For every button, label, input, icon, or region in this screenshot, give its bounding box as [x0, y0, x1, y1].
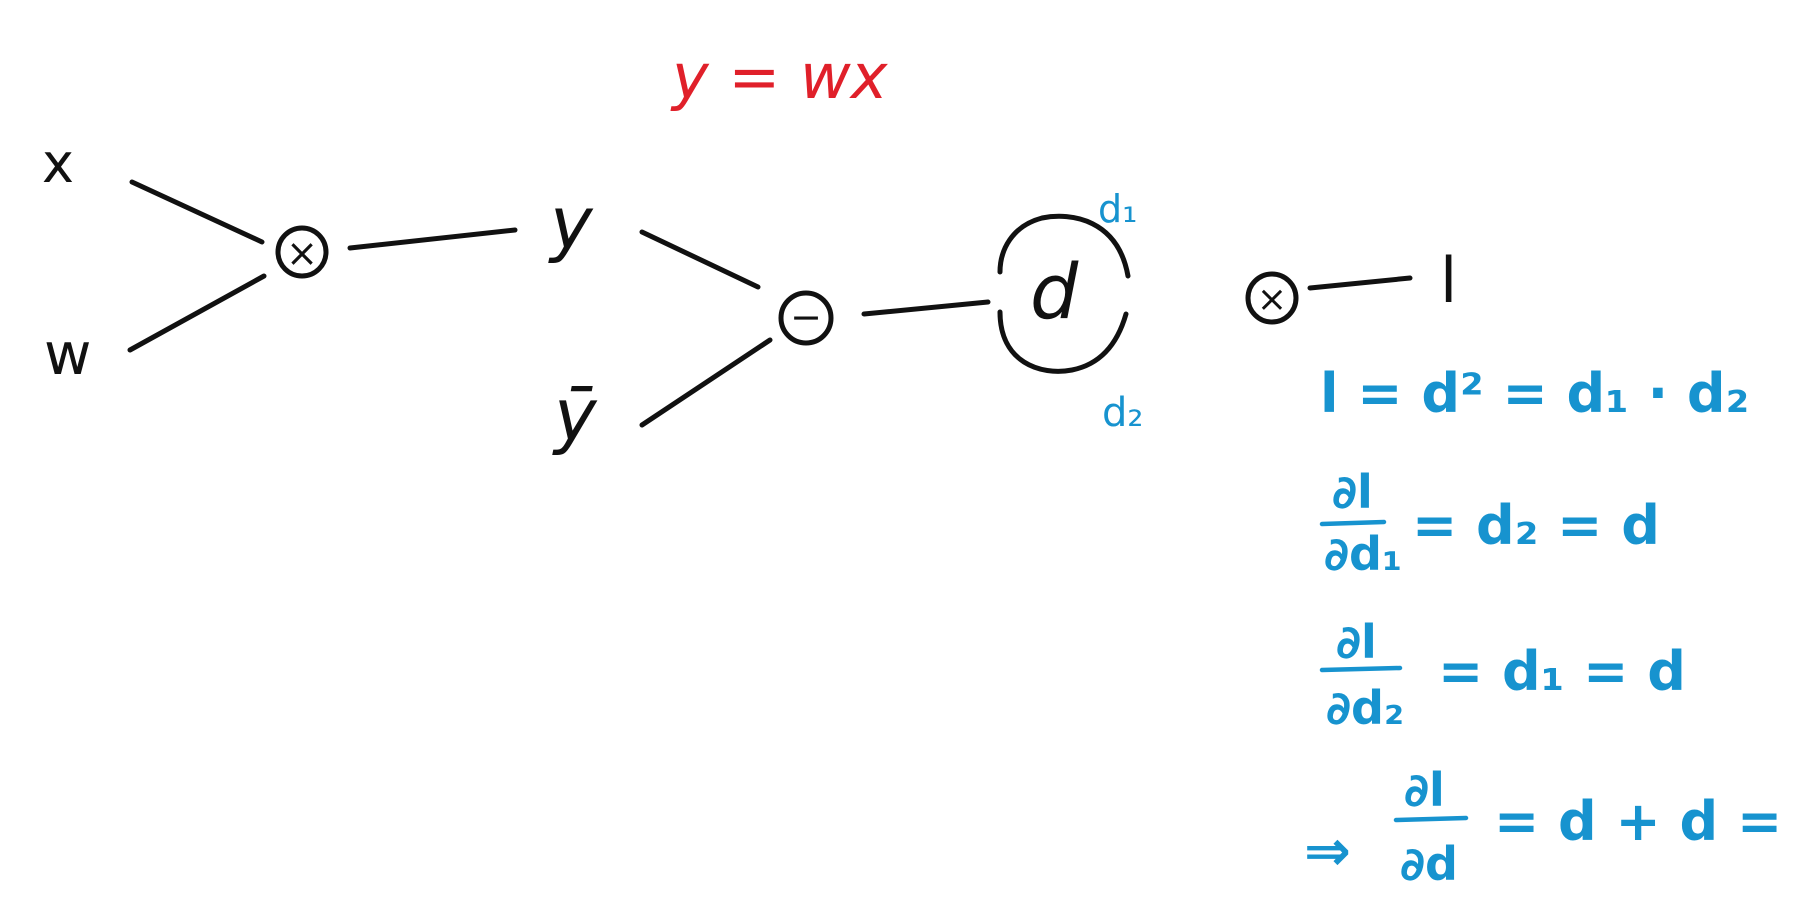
- eq3-fraction-bar: [1393, 815, 1469, 823]
- subtract-node: [778, 290, 834, 346]
- multiply-node-1-symbol: ×: [286, 231, 318, 275]
- eq1-numerator: ∂l: [1332, 465, 1373, 519]
- top-equation: y = wx: [670, 40, 889, 113]
- eq3-denominator: ∂d: [1400, 837, 1458, 891]
- eq1-fraction-bar: [1319, 519, 1387, 527]
- edge-d-lower-branch: [997, 309, 1129, 374]
- node-w-label: w: [44, 320, 91, 388]
- eq3-numerator: ∂l: [1404, 763, 1445, 817]
- edge-sub-to-d: [861, 299, 991, 317]
- branch-label-d2: d₂: [1102, 390, 1143, 436]
- eq2-numerator: ∂l: [1336, 615, 1377, 669]
- edge-x-to-mul: [129, 179, 265, 245]
- eq3-implies-arrow: ⇒: [1304, 819, 1351, 884]
- node-l-label: l: [1440, 244, 1457, 317]
- multiply-node-1: [275, 225, 329, 279]
- edge-ybar-to-sub: [639, 337, 773, 428]
- edge-mul-to-y: [347, 227, 518, 251]
- branch-label-d1: d₁: [1098, 187, 1137, 231]
- loss-definition-equation: l = d² = d₁ · d₂: [1320, 362, 1749, 425]
- eq1-rhs: = d₂ = d: [1412, 494, 1660, 557]
- eq2-rhs: = d₁ = d: [1438, 640, 1686, 703]
- eq3-rhs: = d + d = 2d: [1494, 790, 1805, 853]
- subtract-node-symbol: −: [790, 295, 822, 339]
- multiply-node-2-symbol: ×: [1257, 279, 1287, 320]
- eq2-denominator: ∂d₂: [1326, 681, 1404, 735]
- eq1-denominator: ∂d₁: [1324, 527, 1402, 581]
- edge-mul2-to-l: [1307, 275, 1413, 291]
- eq2-fraction-bar: [1319, 665, 1403, 673]
- edge-w-to-mul: [127, 273, 267, 353]
- node-d-label: d: [1030, 247, 1079, 336]
- node-y-label: y: [548, 181, 594, 265]
- node-x-label: x: [42, 132, 74, 195]
- edge-d-upper-branch: [997, 213, 1131, 279]
- node-ybar-label: ȳ: [552, 373, 598, 457]
- edge-y-to-sub: [639, 229, 761, 290]
- multiply-node-2: [1245, 271, 1299, 325]
